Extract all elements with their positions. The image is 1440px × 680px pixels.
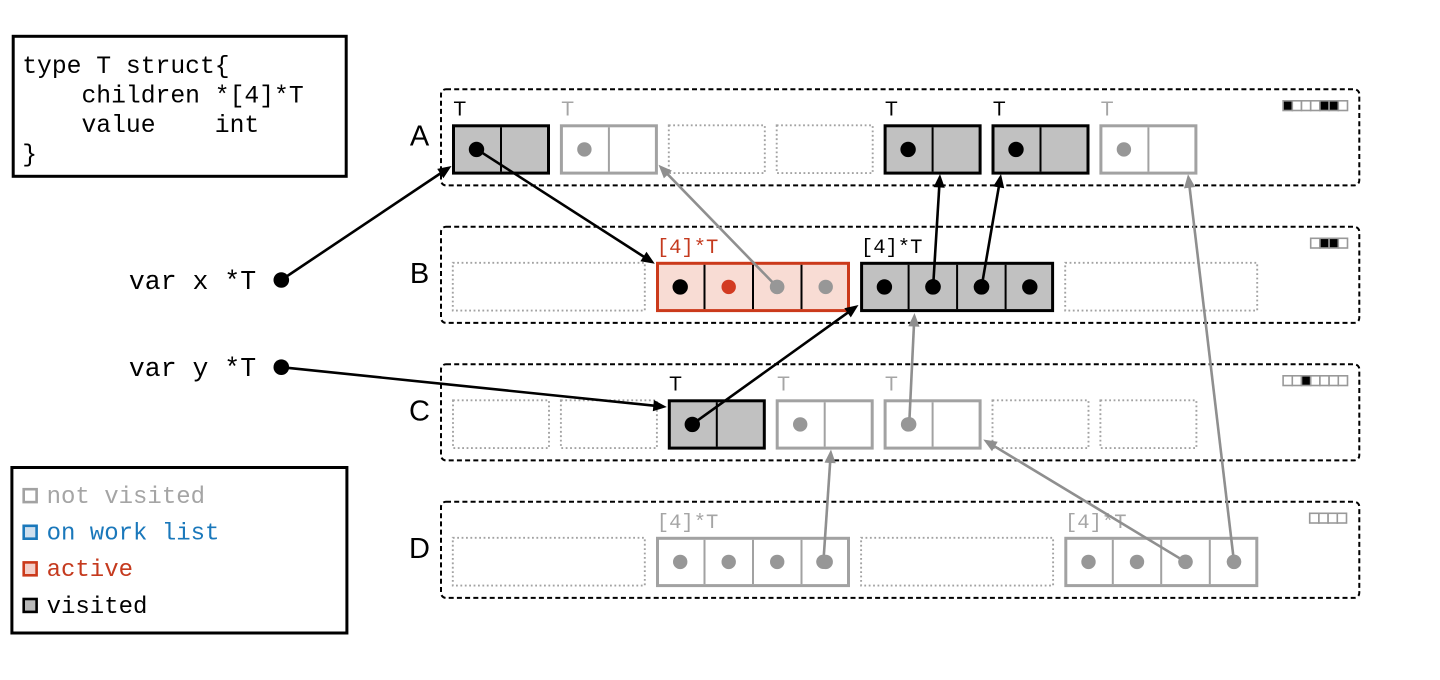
svg-text:}: } [22,142,37,170]
svg-text:var y *T: var y *T [129,354,256,384]
svg-text:active: active [47,557,133,584]
svg-text:type T struct{: type T struct{ [22,53,229,81]
svg-text:[4]*T: [4]*T [657,237,719,260]
svg-text:on work list: on work list [47,521,220,548]
svg-text:T: T [561,97,574,120]
svg-text:[4]*T: [4]*T [657,512,719,535]
svg-text:[4]*T: [4]*T [1065,512,1127,535]
svg-text:T: T [454,97,467,120]
svg-text:var x *T: var x *T [129,267,256,297]
svg-text:A: A [410,121,430,153]
svg-text:[4]*T: [4]*T [861,237,923,260]
svg-text:T: T [993,97,1006,120]
svg-text:T: T [669,372,682,395]
svg-text:not visited: not visited [47,484,205,511]
svg-text:T: T [777,372,790,395]
svg-text:children *[4]*T: children *[4]*T [22,83,303,111]
svg-text:D: D [409,533,430,565]
svg-text:value int: value int [22,112,259,140]
svg-text:B: B [410,258,429,290]
svg-text:C: C [409,396,430,428]
svg-text:T: T [1101,97,1114,120]
svg-text:T: T [885,97,898,120]
svg-text:T: T [885,372,898,395]
svg-text:visited: visited [47,594,148,621]
